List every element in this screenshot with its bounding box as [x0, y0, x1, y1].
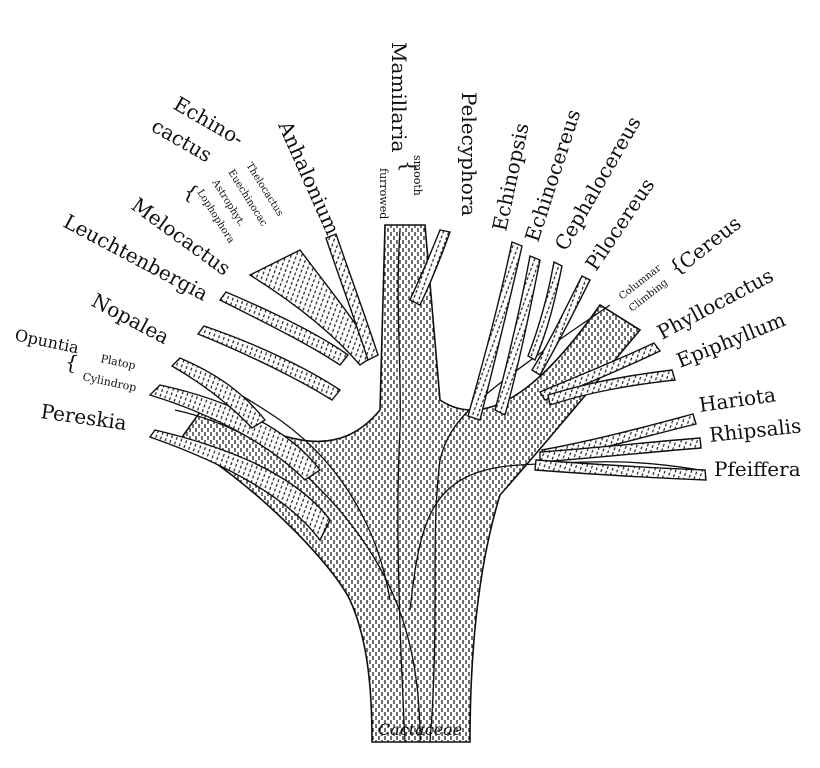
label-anhalonium: Anhalonium: [273, 116, 345, 238]
label-cereus: Cereus: [674, 211, 745, 274]
label-mamillaria-sub-2: furrowed: [377, 168, 390, 219]
branch-pereskia: [148, 429, 331, 542]
label-nopalea: Nopalea: [88, 288, 174, 349]
branch-epiphyllum: [547, 369, 676, 406]
opuntia-brace: {: [63, 349, 80, 375]
label-mamillaria: Mamillaria: [387, 42, 411, 152]
branch-cephalocereus: [527, 260, 563, 361]
label-pereskia: Pereskia: [39, 399, 128, 435]
label-rhipsalis: Rhipsalis: [708, 413, 802, 447]
label-pelecyphora: Pelecyphora: [457, 92, 481, 216]
label-hariota: Hariota: [697, 382, 777, 417]
label-root: Cactaceae: [378, 720, 462, 739]
label-pfeiffera: Pfeiffera: [714, 457, 801, 481]
branches: [148, 229, 707, 542]
branch-echinopsis: [467, 241, 523, 421]
trunk: [178, 224, 642, 743]
label-opuntia-sub-2: Cylindrop: [81, 370, 137, 394]
label-leuchtenbergia: Leuchtenbergia: [60, 209, 213, 305]
branch-opuntia: [148, 384, 322, 481]
branch-pelecyphora: [409, 229, 451, 306]
branch-anhalonium: [325, 233, 379, 361]
branch-phyllocactus: [538, 342, 662, 401]
branch-nopalea: [170, 357, 267, 429]
branch-pfeiffera: [534, 459, 707, 481]
label-opuntia-sub-1: Platop: [99, 352, 136, 372]
label-mamillaria-sub-1: smooth: [411, 155, 424, 196]
branch-pilocereus: [531, 275, 591, 376]
branch-leuchtenbergia: [196, 325, 342, 401]
branch-melocactus: [218, 291, 350, 366]
branch-echinocereus: [494, 255, 541, 417]
mamillaria-brace: {: [397, 160, 421, 173]
